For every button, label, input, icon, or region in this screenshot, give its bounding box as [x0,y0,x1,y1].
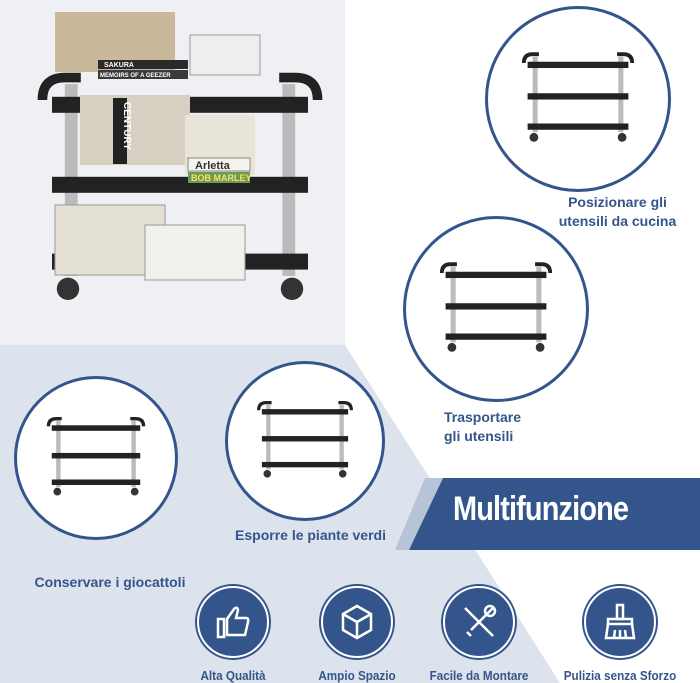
feature-quality-label: Alta Qualità [200,668,266,683]
feature-space-label: Ampio Spazio [318,668,396,683]
feature-assembly-label: Facile da Montare [429,668,529,683]
scene-toys-label: Conservare i giocattoli [34,574,186,590]
scene-plants-image [225,361,385,521]
feature-cleaning-label: Pulizia senza Sforzo [563,668,677,683]
box-icon [321,586,393,658]
book-spine-arletta: Arletta [195,160,231,172]
book-spine-sakura: SAKURA [104,62,134,69]
book-spine-memoirs: MEMOIRS OF A GEEZER [100,73,171,79]
scene-toys-image [14,376,178,540]
tools-icon [443,586,515,658]
feature-assembly: Facile da Montare [414,586,544,683]
scene-tools-image [403,216,589,402]
banner-title: Multifunzione [453,490,629,528]
book-spine-century: CENTURY [121,102,132,150]
feature-quality: Alta Qualità [168,586,298,683]
thumbs-up-icon [197,586,269,658]
feature-space: Ampio Spazio [292,586,422,683]
feature-cleaning: Pulizia senza Sforzo [555,586,685,683]
multifunction-banner: Multifunzione [395,478,700,550]
book-spine-bob-marley: BOB MARLEY [191,173,252,183]
scene-plants-label: Esporre le piante verdi [235,527,386,543]
main-product-image: SAKURA MEMOIRS OF A GEEZER CENTURY Arlet… [0,0,345,345]
scene-tools-label: Trasportare gli utensili [444,409,522,444]
scene-kitchen-image [485,6,671,192]
broom-icon [584,586,656,658]
scene-kitchen-label: Posizionare gli utensili da cucina [558,194,677,229]
